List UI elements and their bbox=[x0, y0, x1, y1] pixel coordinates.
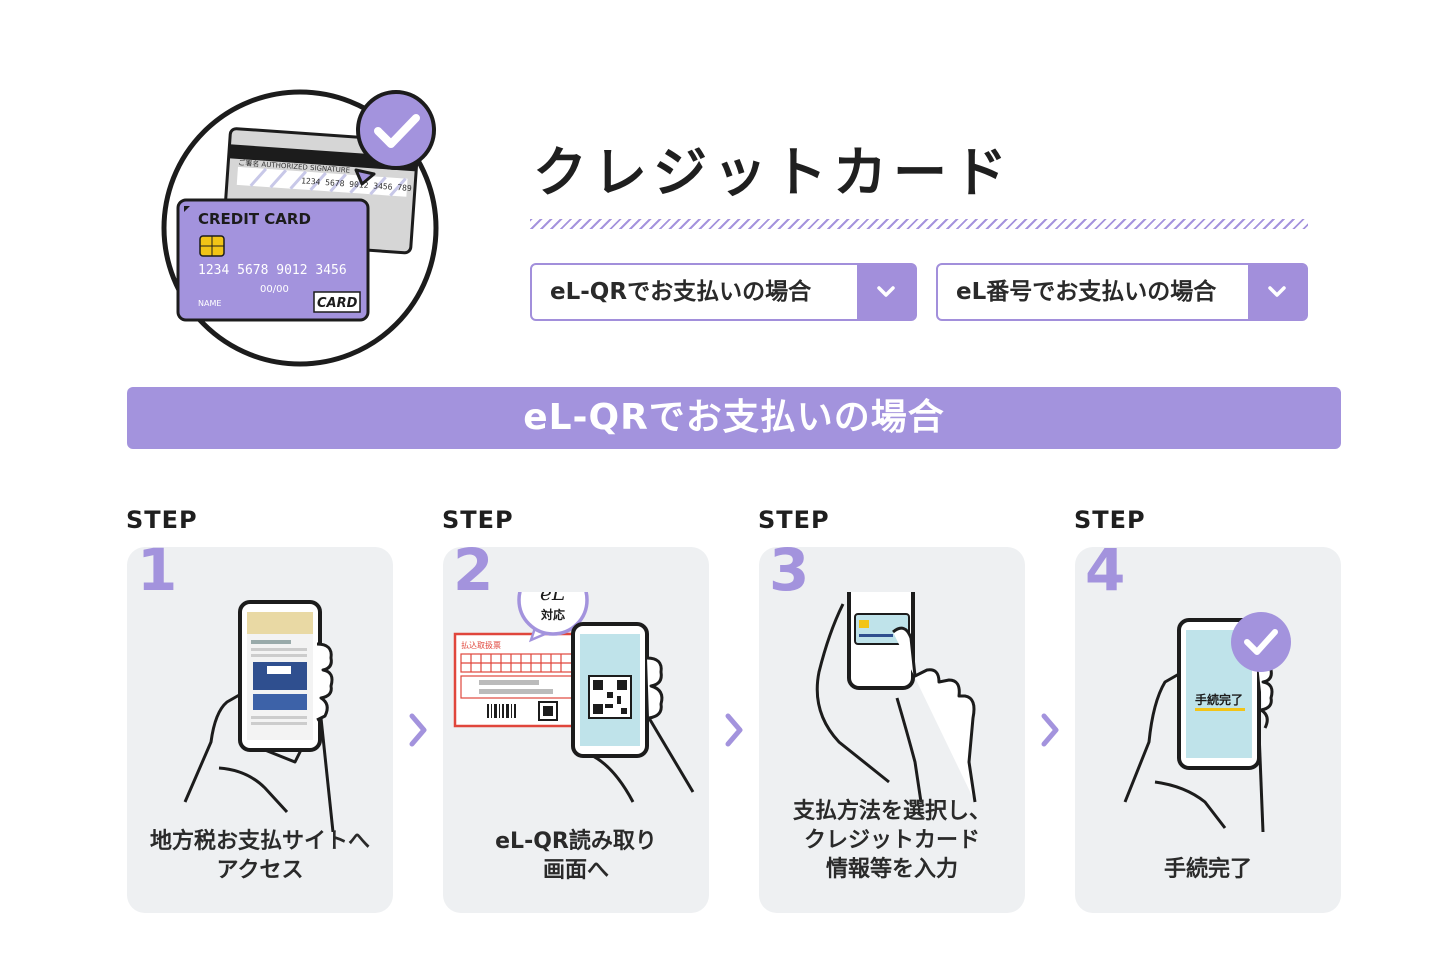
qr-code-icon: 払込取扱票 eL bbox=[453, 564, 695, 803]
check-icon bbox=[1231, 612, 1291, 672]
step-2-word: STEP bbox=[442, 506, 514, 534]
el-qr-payment-dropdown-button[interactable] bbox=[857, 265, 915, 319]
phone-completion-text: 手続完了 bbox=[1195, 692, 1243, 707]
title-divider bbox=[530, 219, 1308, 229]
step-2-number: 2 bbox=[453, 536, 494, 604]
step-2-caption: eL-QR読み取り 画面へ bbox=[443, 827, 709, 885]
step-4-word: STEP bbox=[1074, 506, 1146, 534]
card-front-expiry: 00/00 bbox=[260, 284, 289, 295]
step-3-word: STEP bbox=[758, 506, 830, 534]
step-1-caption-line-1: 地方税お支払サイトへ bbox=[149, 829, 370, 854]
step-3-caption-line-1: 支払方法を選択し、 bbox=[792, 799, 991, 824]
step-3-caption-line-2: クレジットカード bbox=[803, 828, 980, 853]
card-front-number: 1234 5678 9012 3456 bbox=[198, 263, 347, 278]
smartphone-icon: 手続完了 bbox=[1123, 612, 1291, 833]
step-2-illustration: 払込取扱票 eL bbox=[443, 564, 709, 832]
step-4-caption: 手続完了 bbox=[1075, 855, 1341, 884]
card-front-brand: CARD bbox=[317, 296, 358, 311]
hand-icon bbox=[218, 766, 289, 814]
chevron-right-icon bbox=[1041, 713, 1059, 747]
hero-illustration: ご署名 AUTHORIZED SIGNATURE 1234 5678 9012 … bbox=[160, 88, 440, 368]
card-front-title: CREDIT CARD bbox=[198, 210, 311, 228]
step-3-caption: 支払方法を選択し、 クレジットカード 情報等を入力 bbox=[759, 797, 1025, 884]
step-4-caption-line-1: 手続完了 bbox=[1163, 857, 1252, 882]
chevron-right-icon bbox=[725, 713, 743, 747]
credit-card-icon: ご署名 AUTHORIZED SIGNATURE 1234 5678 9012 … bbox=[161, 89, 439, 367]
step-1-card: 1 地方税お支払サイトへ アクセス bbox=[127, 536, 393, 913]
step-1-caption: 地方税お支払サイトへ アクセス bbox=[127, 827, 393, 885]
el-qr-payment-select[interactable]: eL-QRでお支払いの場合 bbox=[530, 263, 917, 321]
chevron-right-icon bbox=[409, 713, 427, 747]
el-number-payment-dropdown-button[interactable] bbox=[1248, 265, 1306, 319]
hand-icon bbox=[646, 656, 664, 720]
card-front-name: NAME bbox=[198, 299, 221, 308]
step-1-caption-line-2: アクセス bbox=[216, 858, 304, 883]
step-3-card: 3 支払方法を選択し、 クレジットカード 情報等を入力 bbox=[759, 536, 1025, 913]
el-number-payment-select-label: eL番号でお支払いの場合 bbox=[956, 279, 1217, 305]
step-4-card: 4 手続完了 手続完了 bbox=[1075, 536, 1341, 913]
section-banner-title: eL-QRでお支払いの場合 bbox=[523, 397, 945, 438]
step-1-word: STEP bbox=[126, 506, 198, 534]
page-title: クレジットカード bbox=[533, 141, 1013, 204]
hand-icon bbox=[815, 603, 890, 784]
el-qr-payment-select-label: eL-QRでお支払いの場合 bbox=[550, 279, 812, 305]
el-number-payment-select[interactable]: eL番号でお支払いの場合 bbox=[936, 263, 1308, 321]
step-2-card: 2 払込取扱票 bbox=[443, 536, 709, 913]
smartphone-icon bbox=[815, 568, 977, 803]
step-3-caption-line-3: 情報等を入力 bbox=[825, 857, 958, 882]
step-2-caption-line-1: eL-QR読み取り bbox=[495, 829, 657, 854]
step-1-illustration bbox=[127, 592, 393, 833]
section-banner: eL-QRでお支払いの場合 bbox=[127, 387, 1341, 449]
step-4-illustration: 手続完了 bbox=[1075, 592, 1341, 833]
step-3-number: 3 bbox=[769, 536, 810, 604]
step-4-number: 4 bbox=[1085, 536, 1126, 604]
check-icon bbox=[354, 90, 436, 186]
payment-slip-label: 払込取扱票 bbox=[461, 640, 501, 650]
step-3-illustration bbox=[759, 568, 1025, 832]
el-logo: eL bbox=[540, 592, 565, 605]
chevron-down-icon bbox=[877, 286, 895, 297]
el-badge-label: 対応 bbox=[540, 607, 565, 622]
step-1-number: 1 bbox=[137, 536, 178, 604]
smartphone-icon bbox=[183, 600, 335, 833]
step-2-caption-line-2: 画面へ bbox=[542, 858, 609, 883]
chevron-down-icon bbox=[1268, 286, 1286, 297]
